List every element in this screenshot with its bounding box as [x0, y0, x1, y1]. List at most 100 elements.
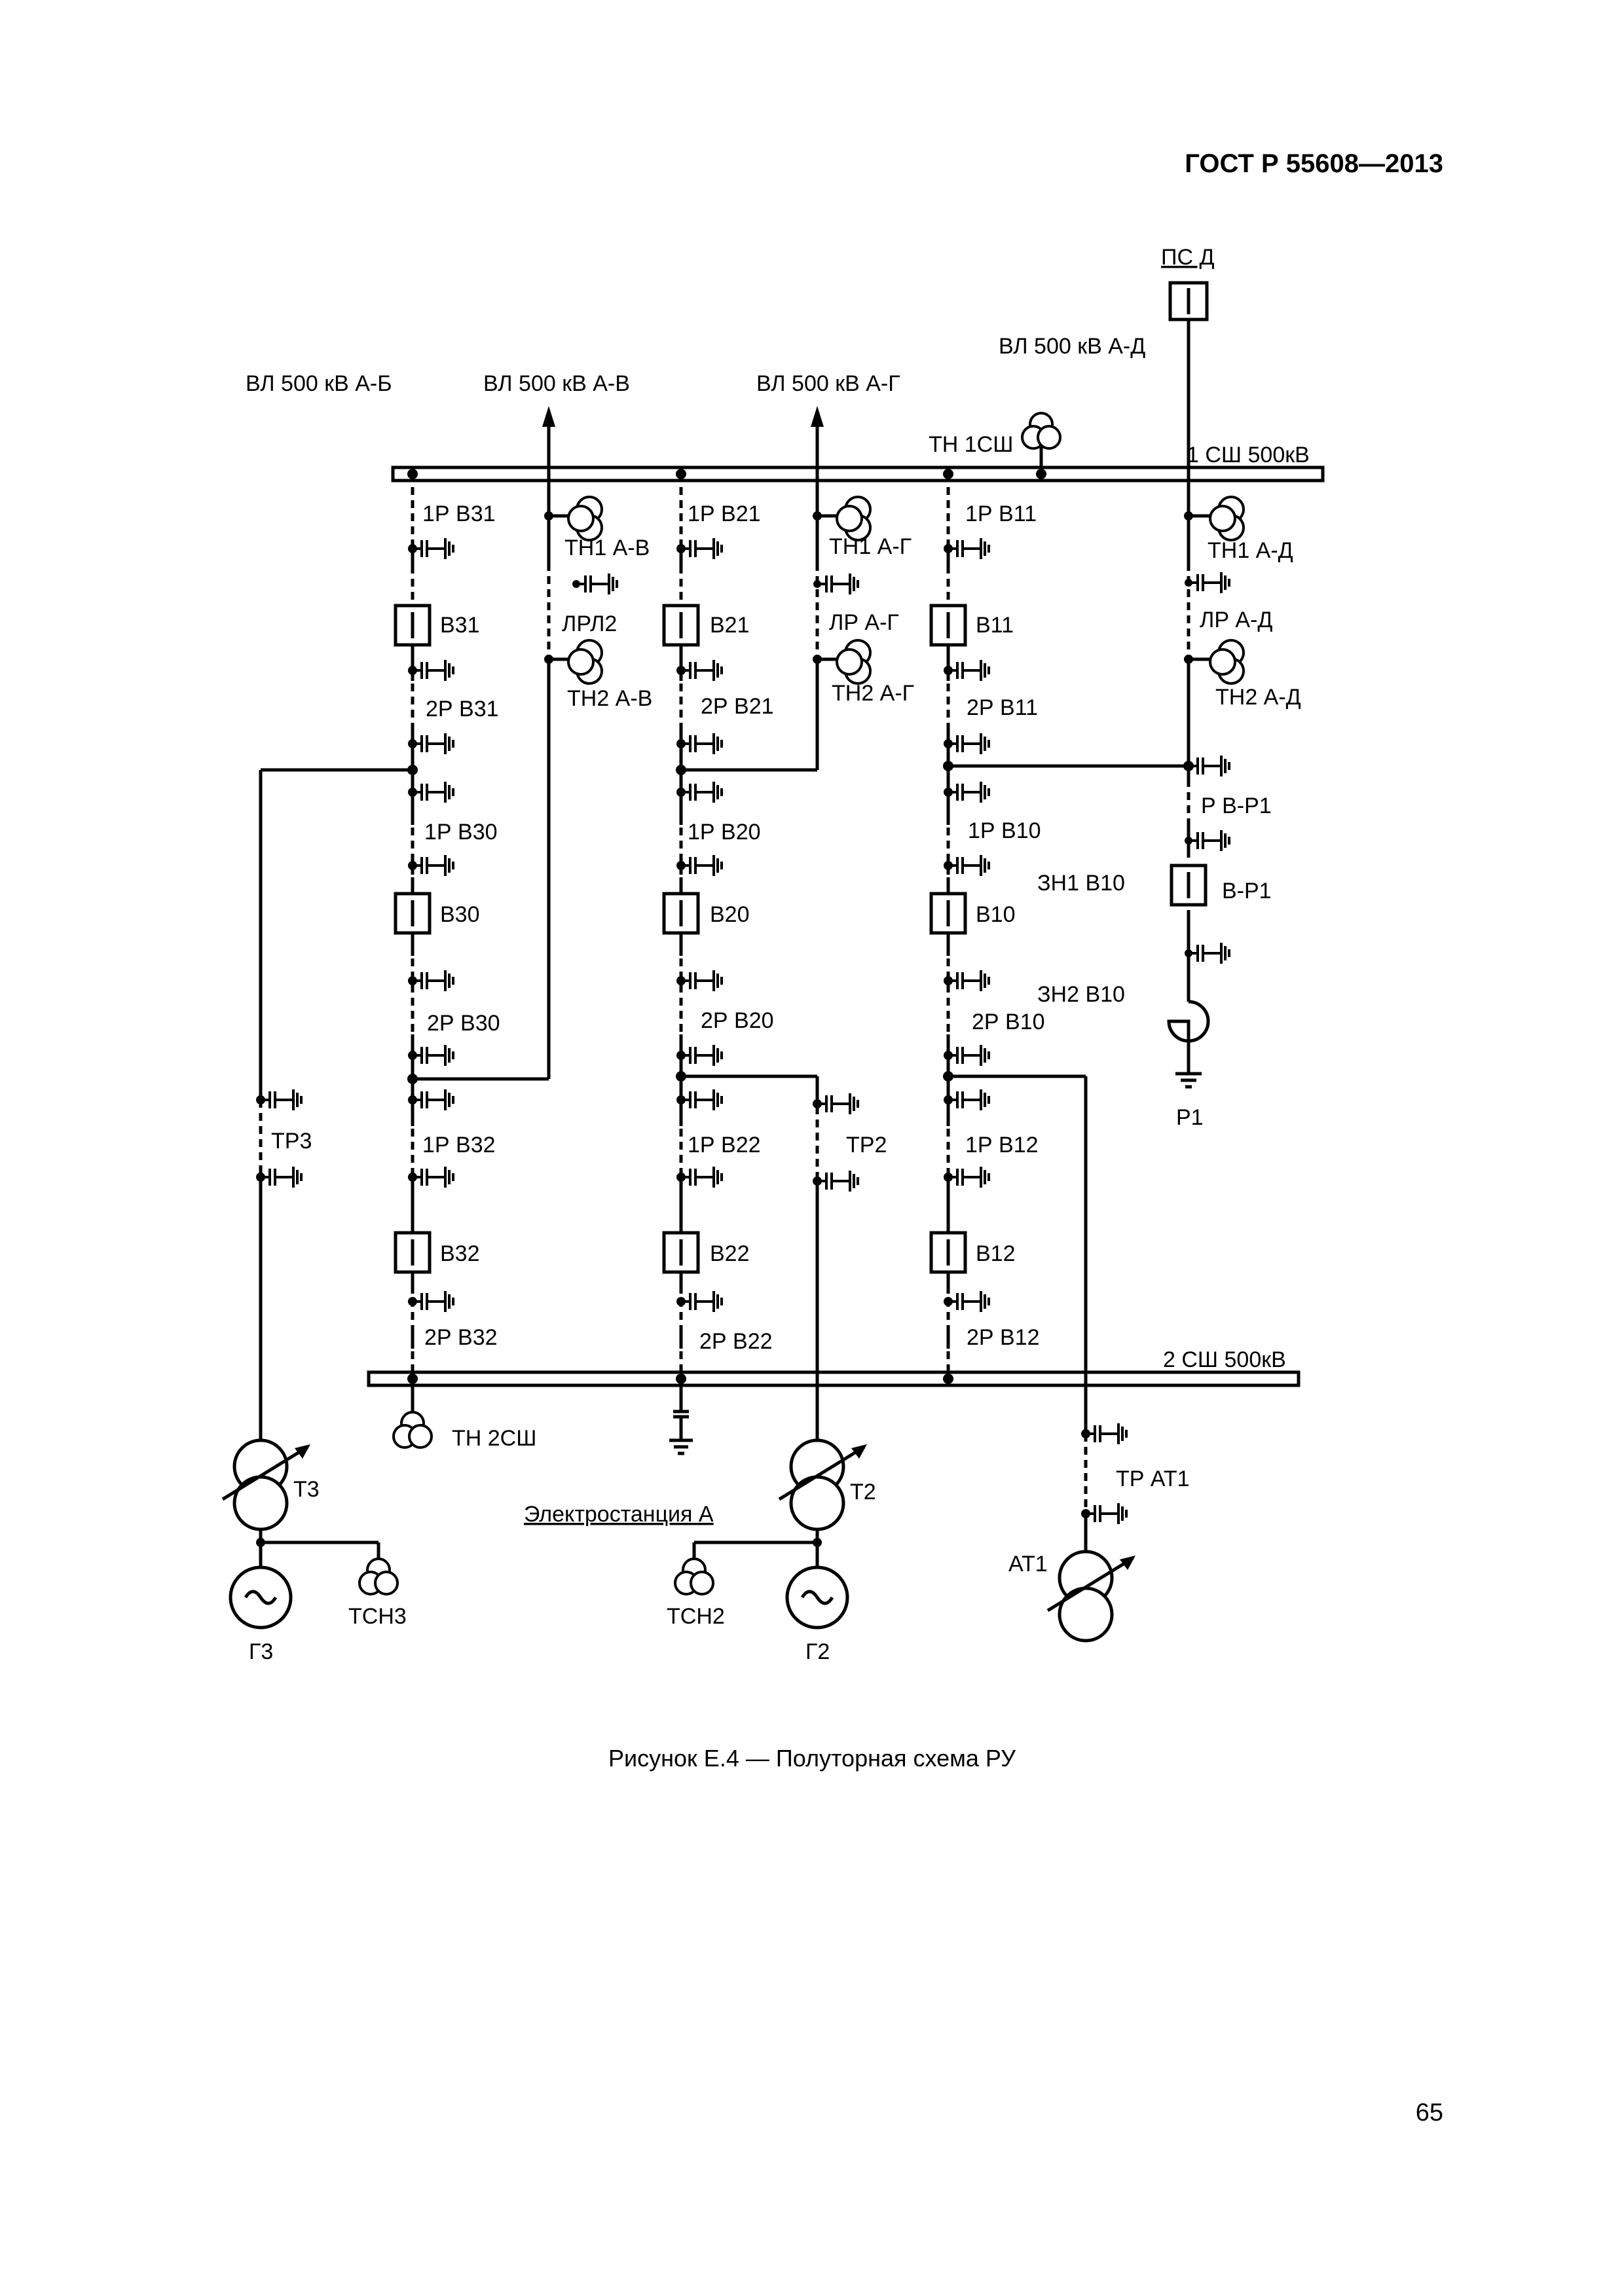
- breaker-b22-icon: [664, 1233, 698, 1272]
- label-2r-b11: 2Р В11: [967, 695, 1038, 720]
- label-g3: Г3: [249, 1639, 273, 1664]
- label-tn2-ag: ТН2 А-Г: [832, 681, 914, 706]
- vt-1sh-icon: [1021, 412, 1061, 450]
- bay-column-3: 1Р В31 В31 2Р В31 1Р В30 В30 2Р В30 1Р В…: [396, 469, 500, 1384]
- bus-2-label: 2 СШ 500кВ: [1163, 1347, 1286, 1372]
- tn-1sh-label: ТН 1СШ: [929, 432, 1013, 457]
- label-tn1-ag: ТН1 А-Г: [829, 534, 912, 559]
- label-1r-b12: 1Р В12: [965, 1133, 1039, 1157]
- label-at1: АТ1: [1008, 1552, 1048, 1576]
- label-1r-b30: 1Р В30: [424, 820, 498, 845]
- line-av-arrow: [542, 406, 555, 427]
- bus-2: [367, 1370, 1301, 1387]
- feeder-av: ТН1 А-В ЛРЛ2 ТН2 А-В: [413, 406, 652, 1081]
- label-1r-b32: 1Р В32: [422, 1133, 496, 1157]
- label-2r-b21: 2Р В21: [701, 694, 774, 719]
- feeder-ad: ТН1 А-Д ЛР А-Д ТН2 А-Д Р В-Р1 В-Р1 Р1: [948, 319, 1301, 1130]
- tsn3-icon: [358, 1558, 399, 1595]
- vt-tn2-ad-icon: [1209, 639, 1245, 685]
- label-1r-b22: 1Р В22: [688, 1133, 761, 1157]
- label-tsn2: ТСН2: [667, 1604, 725, 1629]
- bus-1: [391, 465, 1325, 483]
- breaker-b30-icon: [396, 894, 430, 933]
- bay-column-2: 1Р В21 В21 2Р В21 1Р В20 В20 2Р В20 1Р В…: [664, 469, 774, 1384]
- label-b30: В30: [440, 902, 480, 927]
- line-ab-label: ВЛ 500 кВ А-Б: [246, 371, 392, 396]
- label-r-b-r1: Р В-Р1: [1201, 793, 1272, 818]
- bus-1-label: 1 СШ 500кВ: [1187, 443, 1310, 467]
- label-1r-b10: 1Р В10: [968, 818, 1041, 843]
- breaker-b11-icon: [931, 606, 965, 645]
- label-2r-b12: 2Р В12: [967, 1325, 1040, 1350]
- label-lr-ad: ЛР А-Д: [1200, 608, 1272, 632]
- label-p1: Р1: [1176, 1105, 1204, 1130]
- label-t3: Т3: [293, 1477, 320, 1502]
- label-tr3: ТР3: [271, 1129, 312, 1154]
- breaker-b32-icon: [396, 1233, 430, 1272]
- breaker-b21-icon: [664, 606, 698, 645]
- label-g2: Г2: [805, 1639, 830, 1664]
- bay-column-1: 1Р В11 В11 2Р В11 1Р В10 ЗН1 В10 В10 ЗН2…: [931, 469, 1125, 1384]
- reactor-p1-icon: [1167, 1000, 1210, 1074]
- branch-t3: ТР3 Т3 ТСН3 Г3: [221, 768, 413, 1664]
- page-number: 65: [1415, 2099, 1443, 2126]
- label-b22: В22: [710, 1241, 750, 1266]
- label-b20: В20: [710, 902, 750, 927]
- label-b11: В11: [976, 613, 1014, 638]
- label-2r-b31: 2Р В31: [426, 697, 499, 721]
- vt-tn2-av-icon: [567, 639, 603, 685]
- line-ad-label: ВЛ 500 кВ А-Д: [999, 334, 1145, 359]
- line-av-label: ВЛ 500 кВ А-В: [483, 371, 630, 396]
- label-tr-at1: ТР АТ1: [1116, 1467, 1190, 1491]
- label-b31: В31: [440, 613, 480, 638]
- transformer-t3-lower: [232, 1475, 289, 1531]
- label-tr2: ТР2: [846, 1133, 887, 1157]
- line-ag-label: ВЛ 500 кВ А-Г: [756, 371, 900, 396]
- label-b21: В21: [710, 613, 750, 638]
- label-2r-b10: 2Р В10: [972, 1010, 1045, 1034]
- label-lrl2: ЛРЛ2: [562, 611, 617, 636]
- label-tn2-av: ТН2 А-В: [567, 686, 652, 711]
- transformer-t2-lower: [789, 1475, 845, 1531]
- substation-d-label: ПС Д: [1161, 245, 1214, 270]
- label-lr-ag: ЛР А-Г: [829, 610, 899, 635]
- label-1r-b11: 1Р В11: [965, 501, 1037, 526]
- document-header-code: ГОСТ Р 55608—2013: [1185, 149, 1443, 178]
- label-zn1-b10: ЗН1 В10: [1037, 871, 1125, 896]
- label-tsn3: ТСН3: [348, 1604, 407, 1629]
- label-tn1-ad: ТН1 А-Д: [1208, 538, 1293, 563]
- label-2r-b22: 2Р В22: [699, 1329, 773, 1354]
- breaker-b12-icon: [931, 1233, 965, 1272]
- label-b10: В10: [976, 902, 1016, 927]
- label-b32: В32: [440, 1241, 480, 1266]
- label-zn2-b10: ЗН2 В10: [1037, 982, 1125, 1007]
- autotransformer-at1-lower: [1058, 1586, 1114, 1643]
- label-b-r1: В-Р1: [1222, 879, 1272, 903]
- breaker-b20-icon: [664, 894, 698, 933]
- figure-caption: Рисунок Е.4 — Полуторная схема РУ: [608, 1745, 1016, 1772]
- vt-tn-2sh-icon: [392, 1411, 433, 1449]
- branch-at1: ТР АТ1 АТ1: [948, 1074, 1190, 1643]
- vt-tn2-ag-icon: [836, 639, 872, 685]
- vt-tn1-av-icon: [567, 496, 603, 541]
- breaker-b-r1-icon: [1172, 866, 1206, 905]
- label-2r-b30: 2Р В30: [427, 1011, 500, 1036]
- label-1r-b20: 1Р В20: [688, 820, 761, 845]
- feeder-ag: ТН1 А-Г ЛР А-Г ТН2 А-Г: [681, 406, 914, 772]
- label-b12: В12: [976, 1241, 1016, 1266]
- label-station-a: Электростанция А: [524, 1502, 714, 1527]
- label-tn-2sh: ТН 2СШ: [452, 1426, 536, 1451]
- label-tn1-av: ТН1 А-В: [564, 536, 650, 560]
- line-ag-arrow: [811, 406, 824, 427]
- label-1r-b21: 1Р В21: [688, 501, 761, 526]
- label-1r-b31: 1Р В31: [422, 501, 496, 526]
- breaker-b31-icon: [396, 606, 430, 645]
- branch-t2: ТР2 Т2 ТСН2 Г2: [667, 1074, 887, 1664]
- tsn2-icon: [674, 1558, 714, 1595]
- label-2r-b32: 2Р В32: [424, 1325, 498, 1350]
- vt-tn1-ad-icon: [1209, 496, 1245, 541]
- label-tn2-ad: ТН2 А-Д: [1215, 685, 1301, 710]
- label-2r-b20: 2Р В20: [701, 1008, 774, 1033]
